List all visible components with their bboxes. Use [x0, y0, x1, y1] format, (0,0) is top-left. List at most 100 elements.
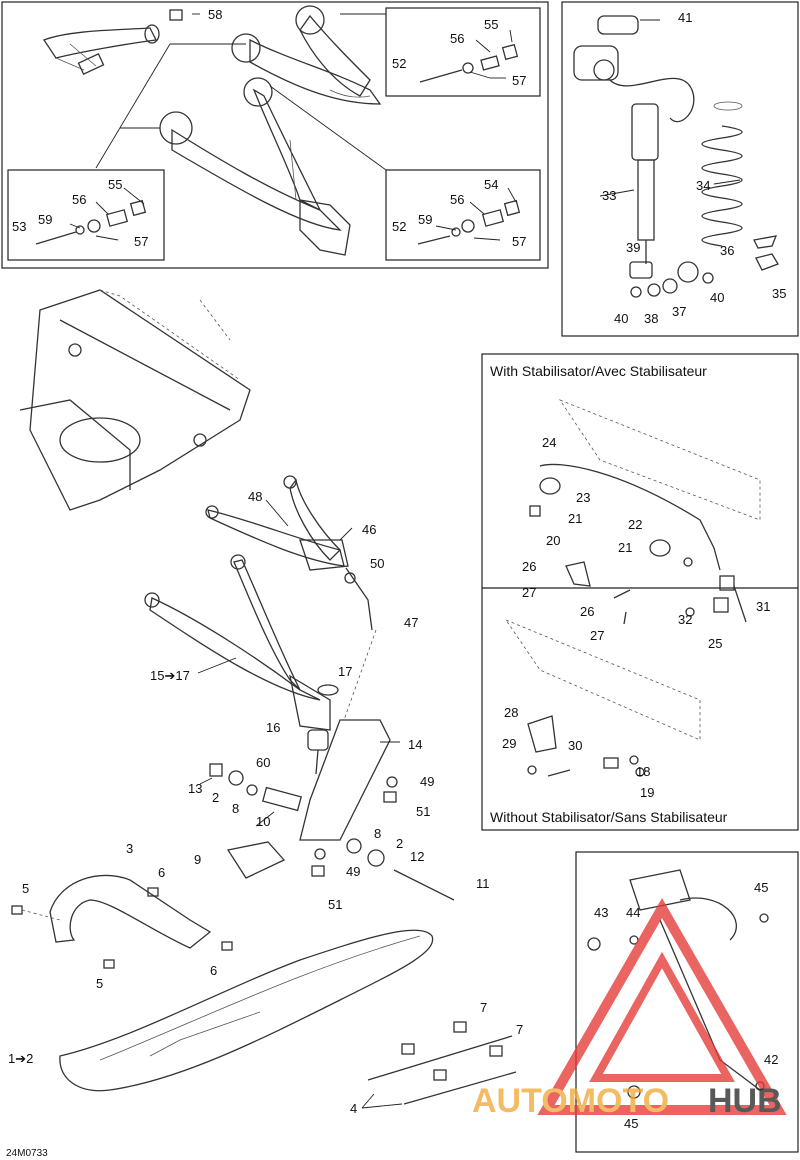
callout-21: 21: [568, 511, 582, 526]
a-arm-hardware-frame: [1, 1, 549, 269]
lower-left-detail-inset: [7, 169, 165, 261]
callout-55: 55: [484, 17, 498, 32]
callout-59: 59: [38, 212, 52, 227]
inset-hardware-lower-right: [417, 187, 521, 245]
callout-10: 10: [256, 814, 270, 829]
callout-1-2: 1➔2: [8, 1051, 33, 1066]
upper-a-arm-drawing: [231, 5, 382, 105]
callout-46: 46: [362, 522, 376, 537]
spring-drawing: [701, 101, 779, 271]
shock-hardware-drawing: [599, 179, 741, 298]
callout-43: 43: [594, 905, 608, 920]
diagram-code: 24M0733: [6, 1148, 48, 1159]
callout-31: 31: [756, 599, 770, 614]
steering-rod-drawing: [43, 9, 183, 75]
callout-24: 24: [542, 435, 556, 450]
callout-39: 39: [626, 240, 640, 255]
callout-47: 47: [404, 615, 418, 630]
lower-a-arm-drawing: [159, 77, 351, 256]
chassis-frame-drawing: [19, 289, 251, 511]
callout-15-17: 15➔17: [150, 668, 190, 683]
callout-49: 49: [420, 774, 434, 789]
callout-20: 20: [546, 533, 560, 548]
callout-52: 52: [392, 56, 406, 71]
callout-56: 56: [450, 192, 464, 207]
callout-22: 22: [628, 517, 642, 532]
no-stabilisator-drawing: [504, 619, 701, 777]
callout-50: 50: [370, 556, 384, 571]
ball-joint-and-spindle-drawing: [299, 567, 400, 841]
callout-56: 56: [72, 192, 86, 207]
callout-37: 37: [672, 304, 686, 319]
spindle-hardware-drawing: [199, 763, 455, 901]
callout-35: 35: [772, 286, 786, 301]
callout-28: 28: [504, 705, 518, 720]
callout-40: 40: [710, 290, 724, 305]
ski-drawing: [59, 929, 434, 1092]
callout-9: 9: [194, 852, 201, 867]
lower-a-arm-assembly-drawing: [144, 554, 339, 731]
caption-without-stabilisator: Without Stabilisator/Sans Stabilisateur: [490, 809, 728, 825]
callout-8: 8: [374, 826, 381, 841]
callout-6: 6: [158, 865, 165, 880]
callout-19: 19: [640, 785, 654, 800]
callout-6: 6: [210, 963, 217, 978]
callout-38: 38: [644, 311, 658, 326]
callout-11: 11: [476, 876, 490, 891]
alt-shock-frame: [575, 851, 799, 1153]
callout-23: 23: [576, 490, 590, 505]
automotohub-watermark-logo: AUTOMOTO HUB: [472, 897, 787, 1120]
callout-26: 26: [580, 604, 594, 619]
caption-with-stabilisator: With Stabilisator/Avec Stabilisateur: [490, 363, 707, 379]
shock-frame: [561, 1, 799, 337]
callout-57: 57: [512, 234, 526, 249]
callout-36: 36: [720, 243, 734, 258]
callout-59: 59: [418, 212, 432, 227]
callout-leaders-top: [95, 13, 387, 171]
callout-33: 33: [602, 188, 616, 203]
callout-14: 14: [408, 737, 422, 752]
callout-17: 17: [338, 664, 352, 679]
callout-56: 56: [450, 31, 464, 46]
upper-a-arm-assembly-drawing: [205, 475, 353, 571]
callout-44: 44: [626, 905, 640, 920]
inset-hardware-lower-left: [35, 187, 147, 245]
callout-4: 4: [350, 1101, 357, 1116]
runner-drawing: [361, 1021, 517, 1109]
callout-5: 5: [96, 976, 103, 991]
shock-absorber-drawing: [573, 15, 699, 283]
callout-34: 34: [696, 178, 710, 193]
callout-45: 45: [754, 880, 768, 895]
upper-detail-inset: [385, 7, 541, 97]
callout-29: 29: [502, 736, 516, 751]
callout-58: 58: [208, 7, 222, 22]
callout-40: 40: [614, 311, 628, 326]
callout-16: 16: [266, 720, 280, 735]
callout-25: 25: [708, 636, 722, 651]
callout-32: 32: [678, 612, 692, 627]
stabilisator-bar-drawing: [529, 399, 761, 625]
callout-26: 26: [522, 559, 536, 574]
callout-52: 52: [392, 219, 406, 234]
ski-handle-drawing: [11, 874, 233, 969]
callout-3: 3: [126, 841, 133, 856]
inset-hardware-upper: [419, 29, 519, 83]
callout-5: 5: [22, 881, 29, 896]
callout-54: 54: [484, 177, 498, 192]
watermark-triangle: [537, 897, 787, 1115]
callout-7: 7: [480, 1000, 487, 1015]
callout-41: 41: [678, 10, 692, 25]
callout-42: 42: [764, 1052, 778, 1067]
callout-30: 30: [568, 738, 582, 753]
watermark-text-hub: HUB: [708, 1082, 782, 1120]
callout-55: 55: [108, 177, 122, 192]
callout-53: 53: [12, 219, 26, 234]
callout-27: 27: [590, 628, 604, 643]
callout-7: 7: [516, 1022, 523, 1037]
callout-8: 8: [232, 801, 239, 816]
callout-57: 57: [134, 234, 148, 249]
callout-27: 27: [522, 585, 536, 600]
callout-60: 60: [256, 755, 270, 770]
callout-2: 2: [212, 790, 219, 805]
